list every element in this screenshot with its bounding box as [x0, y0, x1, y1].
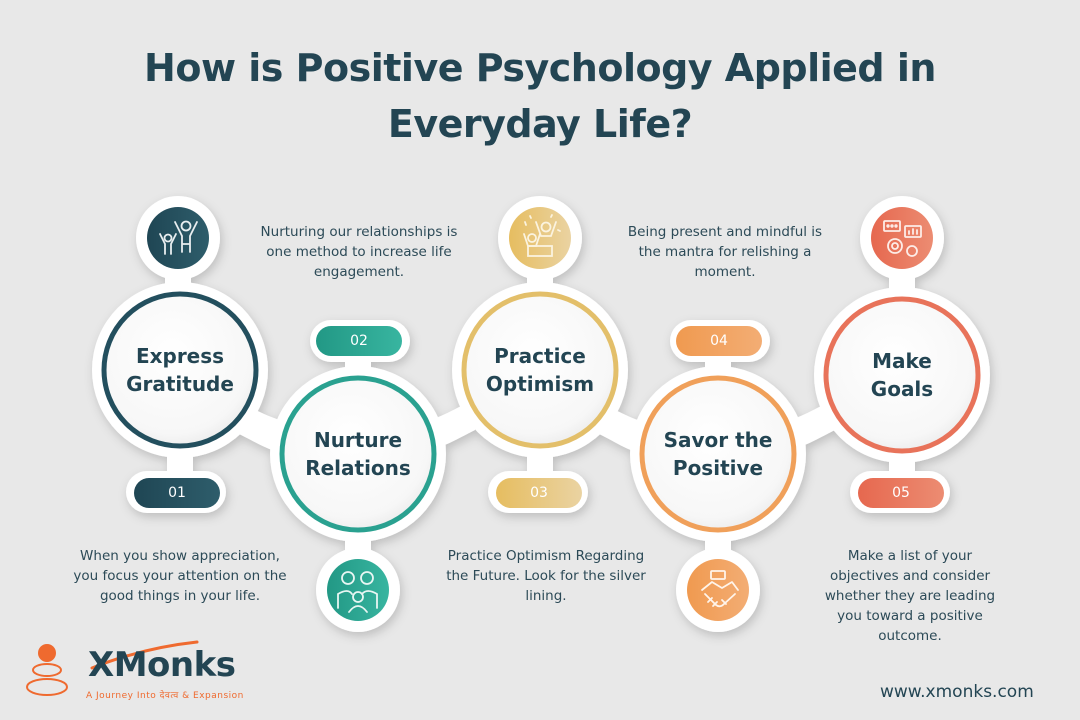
step-2-description: Nurturing our relationships is one metho… — [260, 224, 458, 280]
logo-tagline: A Journey Into देवत्व & Expansion — [86, 691, 244, 701]
step-1-pill — [134, 478, 220, 508]
step-4-description: Being present and mindful is the mantra … — [627, 224, 823, 280]
step-3-description: Practice Optimism Regarding the Future. … — [446, 548, 646, 604]
step-4-circle — [639, 375, 797, 533]
step-5-circle — [823, 296, 981, 454]
step-1-circle — [101, 291, 259, 449]
xmonks-logo-text: XMonks — [88, 645, 236, 685]
step-3-number: 03 — [530, 485, 548, 501]
winners-podium-icon — [509, 207, 571, 269]
step-2-number: 02 — [350, 333, 368, 349]
title-line-2: Everyday Life? — [387, 102, 693, 146]
step-2-pill — [316, 326, 402, 356]
step-5-pill — [858, 478, 944, 508]
step-1-number: 01 — [168, 485, 186, 501]
step-4-number: 04 — [710, 333, 728, 349]
step-2-circle — [279, 375, 437, 533]
step-5-number: 05 — [892, 485, 910, 501]
gear-chat-chart-icon — [871, 207, 933, 269]
step-4-pill — [676, 326, 762, 356]
website-url[interactable]: www.xmonks.com — [880, 682, 1034, 702]
page-title: How is Positive Psychology Applied in Ev… — [0, 40, 1080, 152]
title-line-1: How is Positive Psychology Applied in — [144, 46, 936, 90]
step-1-description: When you show appreciation, you focus yo… — [73, 548, 287, 604]
step-5-description: Make a list of your objectives and consi… — [824, 548, 996, 644]
xmonks-logo-mark — [26, 640, 199, 696]
handshake-icon — [687, 559, 749, 621]
step-3-pill — [496, 478, 582, 508]
family-icon — [327, 559, 389, 621]
celebrating-people-icon — [147, 207, 209, 269]
step-3-circle — [461, 291, 619, 449]
